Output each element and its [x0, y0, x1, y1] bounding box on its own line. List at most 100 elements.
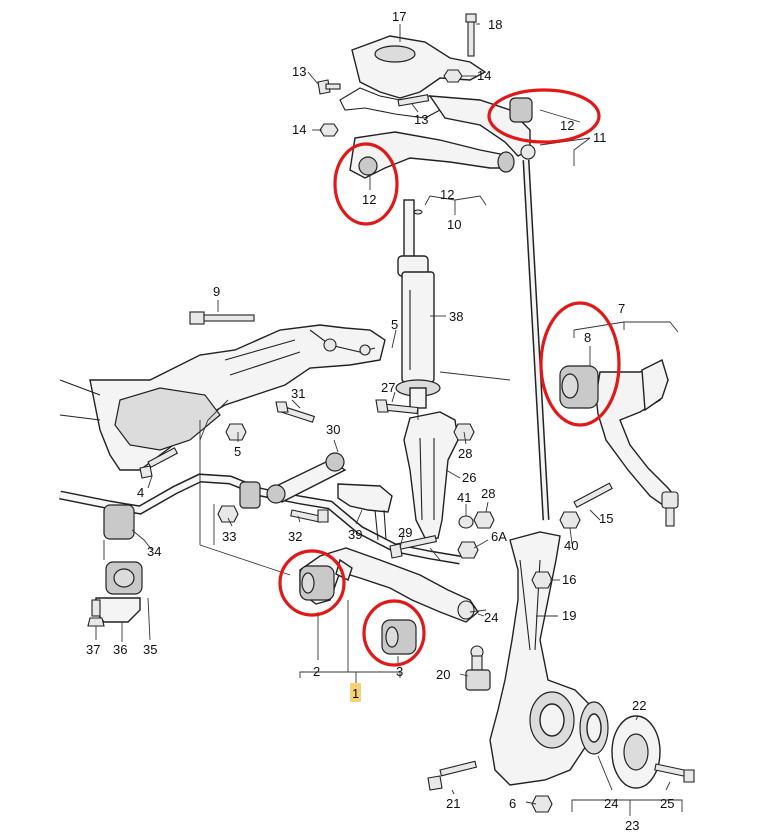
nut-16[interactable] — [531, 571, 553, 589]
upper-mount-17[interactable] — [339, 35, 487, 119]
nut-6[interactable] — [531, 795, 553, 813]
ball-joint-right[interactable] — [661, 491, 679, 527]
label-18[interactable]: 18 — [488, 17, 502, 32]
label-29[interactable]: 29 — [398, 525, 412, 540]
nut-33[interactable] — [217, 505, 239, 523]
label-4[interactable]: 4 — [137, 485, 144, 500]
bolt-18[interactable] — [465, 13, 477, 57]
label-15[interactable]: 15 — [599, 511, 613, 526]
label-22[interactable]: 22 — [632, 698, 646, 713]
bolt-32[interactable] — [290, 509, 329, 523]
label-41[interactable]: 41 — [457, 490, 471, 505]
label-9[interactable]: 9 — [213, 284, 220, 299]
highlight-circle-2 — [278, 549, 346, 617]
leader-lines — [95, 23, 683, 816]
label-11[interactable]: 11 — [593, 130, 607, 145]
bolt-31[interactable] — [275, 401, 316, 423]
wheel-bearing-24[interactable] — [579, 701, 609, 755]
label-34[interactable]: 34 — [147, 544, 161, 559]
label-14-left[interactable]: 14 — [292, 122, 306, 137]
label-35[interactable]: 35 — [143, 642, 157, 657]
label-7[interactable]: 7 — [618, 301, 625, 316]
label-24-bearing[interactable]: 24 — [604, 796, 618, 811]
label-21[interactable]: 21 — [446, 796, 460, 811]
lower-control-arm-1[interactable] — [299, 547, 479, 623]
nut-14-left[interactable] — [319, 123, 339, 137]
label-12-arm[interactable]: 12 — [440, 187, 454, 202]
wheel-hub-22[interactable] — [611, 715, 661, 789]
bolt-25[interactable] — [654, 763, 695, 783]
label-31[interactable]: 31 — [291, 386, 305, 401]
label-24-arm[interactable]: 24 — [484, 610, 498, 625]
tie-rod[interactable] — [522, 159, 550, 521]
control-arm-7[interactable] — [595, 359, 679, 511]
bushing-2[interactable] — [299, 565, 335, 601]
nut-5-left[interactable] — [225, 423, 247, 441]
label-38[interactable]: 38 — [449, 309, 463, 324]
label-40[interactable]: 40 — [564, 538, 578, 553]
bolt-13-upper[interactable] — [317, 79, 341, 95]
label-23[interactable]: 23 — [625, 818, 639, 833]
label-6a[interactable]: 6A — [491, 529, 507, 544]
bushing-8[interactable] — [559, 365, 599, 409]
bushing-3[interactable] — [381, 619, 417, 655]
nut-28-lower[interactable] — [473, 511, 495, 529]
selected-label-highlight — [350, 683, 361, 702]
label-37[interactable]: 37 — [86, 642, 100, 657]
label-28-lower[interactable]: 28 — [481, 486, 495, 501]
highlight-circle-12-left — [333, 142, 399, 226]
label-1[interactable]: 1 — [352, 686, 359, 701]
wheel-bearing-housing-19[interactable] — [489, 531, 591, 786]
label-6[interactable]: 6 — [509, 796, 516, 811]
label-32[interactable]: 32 — [288, 529, 302, 544]
label-26[interactable]: 26 — [462, 470, 476, 485]
label-30[interactable]: 30 — [326, 422, 340, 437]
washer-41[interactable] — [458, 515, 474, 529]
label-3[interactable]: 3 — [396, 664, 403, 679]
ball-joint-20[interactable] — [465, 645, 491, 691]
label-5-upper[interactable]: 5 — [391, 317, 398, 332]
label-25[interactable]: 25 — [660, 796, 674, 811]
subframe[interactable] — [59, 324, 386, 471]
label-33[interactable]: 33 — [222, 529, 236, 544]
label-36[interactable]: 36 — [113, 642, 127, 657]
link-rod-30[interactable] — [266, 452, 347, 504]
label-27[interactable]: 27 — [381, 380, 395, 395]
label-28-upper[interactable]: 28 — [458, 446, 472, 461]
nut-14-right[interactable] — [443, 69, 463, 83]
upper-arm-11[interactable] — [428, 95, 536, 160]
bolt-27[interactable] — [375, 399, 419, 415]
label-8[interactable]: 8 — [584, 330, 591, 345]
shock-absorber-38[interactable] — [395, 199, 441, 409]
nut-40[interactable] — [559, 511, 581, 529]
bolt-9[interactable] — [189, 311, 255, 325]
bolt-21[interactable] — [427, 760, 478, 791]
upper-arm-10[interactable] — [349, 131, 515, 179]
bracket-39[interactable] — [337, 483, 393, 541]
part-labels: 1 2 3 4 5 5 6 6A 7 8 9 10 11 12 12 12 13… — [86, 9, 674, 833]
bolt-13-lower[interactable] — [397, 94, 430, 107]
label-19[interactable]: 19 — [562, 608, 576, 623]
highlight-circle-12-top — [487, 88, 601, 144]
label-14-right[interactable]: 14 — [477, 68, 491, 83]
nut-6a[interactable] — [457, 541, 479, 559]
label-10[interactable]: 10 — [447, 217, 461, 232]
label-12-top[interactable]: 12 — [560, 118, 574, 133]
bolt-37[interactable] — [87, 599, 105, 627]
label-5-left[interactable]: 5 — [234, 444, 241, 459]
bolt-15[interactable] — [573, 482, 613, 509]
strut-fork-26[interactable] — [403, 411, 459, 541]
label-2[interactable]: 2 — [313, 664, 320, 679]
label-13-lower[interactable]: 13 — [414, 112, 428, 127]
label-17[interactable]: 17 — [392, 9, 406, 24]
roll-bar-bushing-35[interactable] — [105, 561, 143, 595]
label-12-left[interactable]: 12 — [362, 192, 376, 207]
bolt-4[interactable] — [139, 447, 179, 479]
label-13-left[interactable]: 13 — [292, 64, 306, 79]
label-20[interactable]: 20 — [436, 667, 450, 682]
bolt-29[interactable] — [389, 535, 438, 559]
label-39[interactable]: 39 — [348, 527, 362, 542]
label-16[interactable]: 16 — [562, 572, 576, 587]
